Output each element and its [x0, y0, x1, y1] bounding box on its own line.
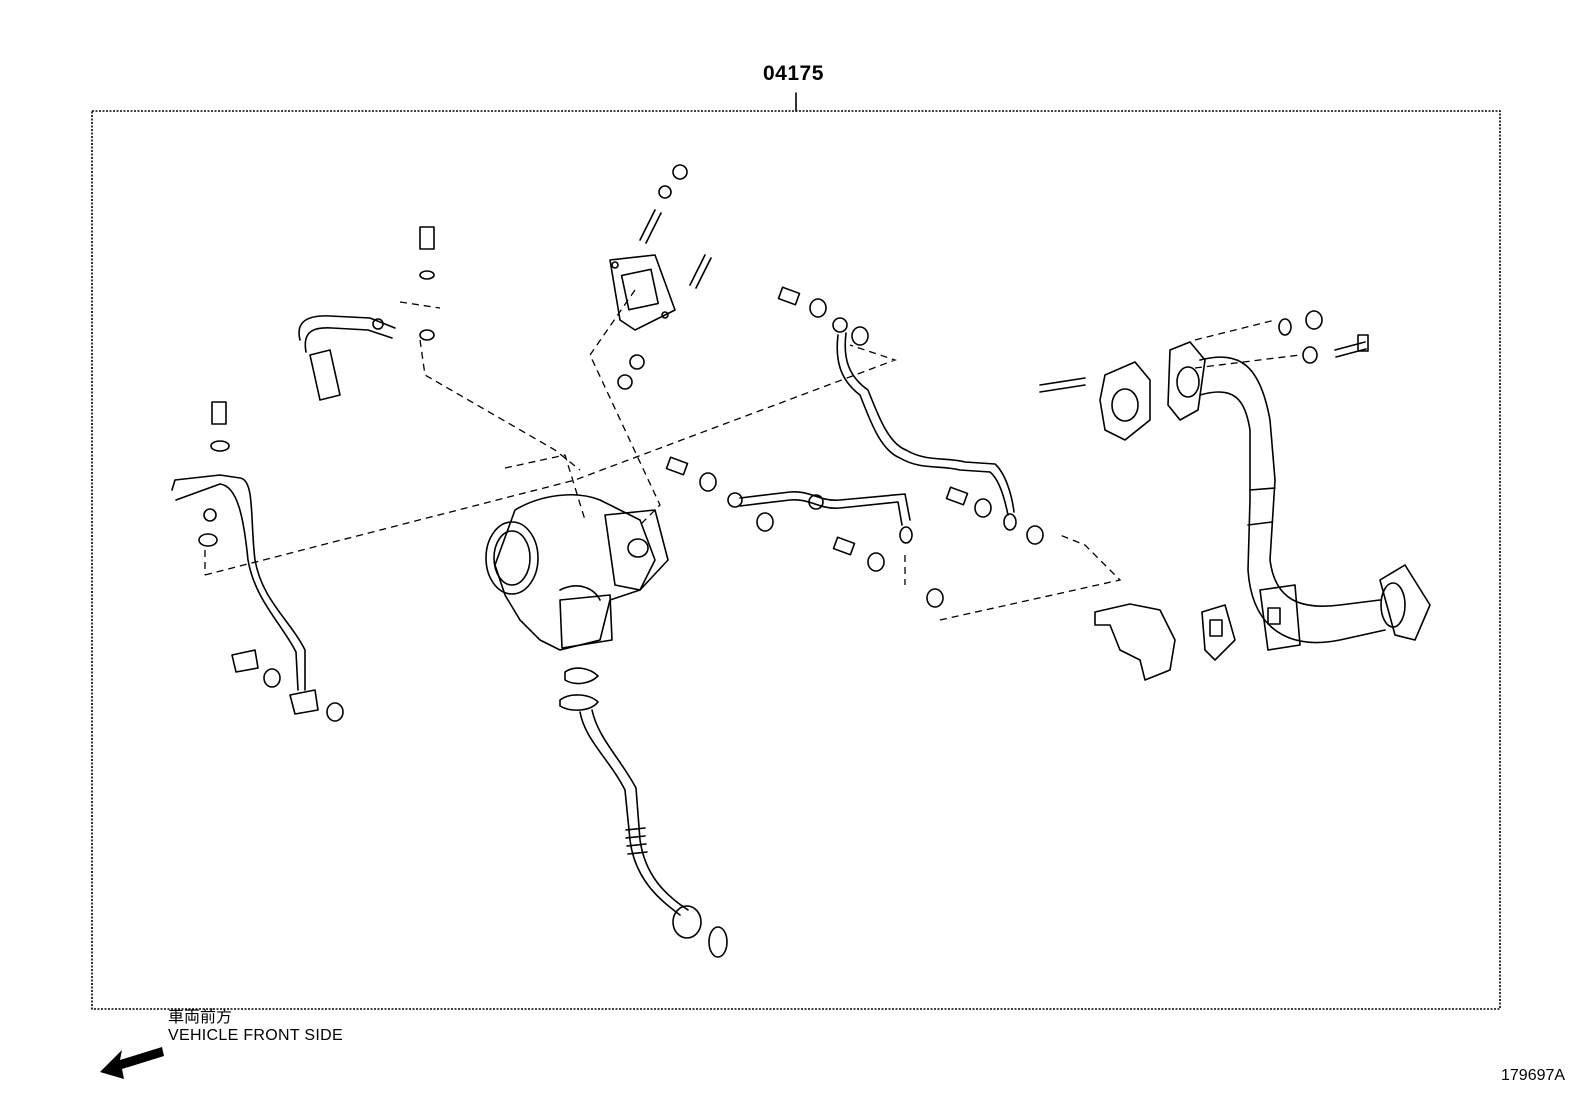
oil-pipe-left: [171, 401, 344, 722]
turbine-outlet-gasket: [609, 164, 712, 390]
assembly-frame: [91, 92, 1501, 1010]
turbocharger: [485, 494, 669, 651]
assembly-part-number: 04175: [763, 62, 824, 85]
vehicle-front-label-jp: 車両前方: [168, 1007, 233, 1026]
figure-id: 179697A: [1501, 1067, 1566, 1084]
vehicle-front-label-en: VEHICLE FRONT SIDE: [168, 1027, 343, 1044]
water-pipe-upper: [777, 286, 1044, 545]
oil-inlet-pipe-upper: [298, 226, 435, 401]
oil-return-pipe: [559, 667, 728, 958]
heat-insulator: [1094, 603, 1236, 681]
arrow-lower-left-icon: [100, 1047, 164, 1079]
alignment-guides: [204, 289, 1301, 621]
exhaust-front-pipe: [1039, 310, 1431, 651]
water-pipe-middle: [665, 456, 944, 608]
